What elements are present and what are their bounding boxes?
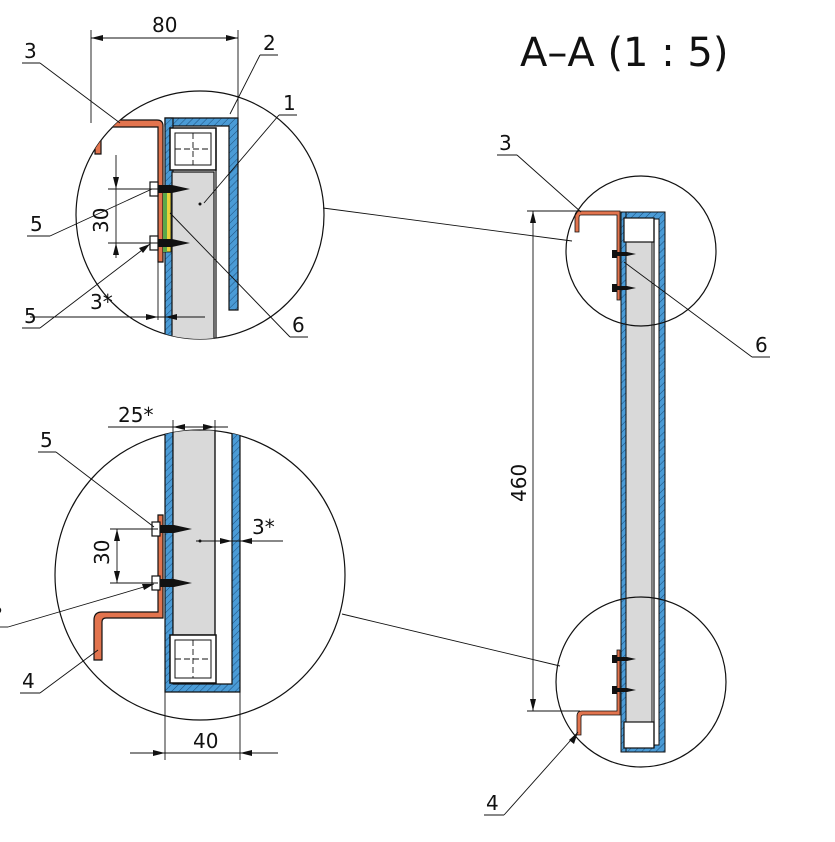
dim-460: 460 bbox=[507, 464, 531, 502]
main-bracket-4 bbox=[576, 649, 621, 736]
label-6-main: 6 bbox=[755, 333, 768, 357]
label-2: 2 bbox=[263, 31, 276, 55]
main-circle-top bbox=[565, 175, 717, 327]
section-title: A–A (1 : 5) bbox=[520, 30, 728, 76]
detail-top: 80 30 3* 3 2 1 5 5 6 bbox=[22, 13, 325, 340]
label-cut-bottom: ? bbox=[0, 603, 3, 627]
label-3-top: 3 bbox=[24, 39, 37, 63]
insulation-1 bbox=[171, 171, 215, 339]
label-3-main: 3 bbox=[499, 131, 512, 155]
label-4-main: 4 bbox=[486, 791, 499, 815]
dim-40: 40 bbox=[193, 729, 218, 753]
bracket-4 bbox=[93, 514, 164, 661]
dim-3-bottom: 3* bbox=[252, 515, 275, 539]
insulation-bottom bbox=[172, 430, 216, 636]
dim-30-top: 30 bbox=[89, 208, 113, 233]
dim-25: 25* bbox=[118, 403, 153, 427]
label-5-bottom: 5 bbox=[40, 428, 53, 452]
main-view: 460 3 6 4 bbox=[484, 131, 770, 816]
dim-3-top: 3* bbox=[90, 290, 113, 314]
label-1: 1 bbox=[283, 91, 296, 115]
main-insulation bbox=[625, 241, 653, 723]
main-circle-bottom bbox=[555, 596, 727, 768]
label-5a: 5 bbox=[30, 212, 43, 236]
dim-80: 80 bbox=[152, 13, 177, 37]
label-5b: 5 bbox=[24, 304, 37, 328]
label-4-bottom: 4 bbox=[22, 669, 35, 693]
detail-bottom: 25* 30 3* 40 5 ? 4 bbox=[0, 403, 346, 760]
dim-30-bottom: 30 bbox=[90, 540, 114, 565]
label-6-top: 6 bbox=[292, 313, 305, 337]
